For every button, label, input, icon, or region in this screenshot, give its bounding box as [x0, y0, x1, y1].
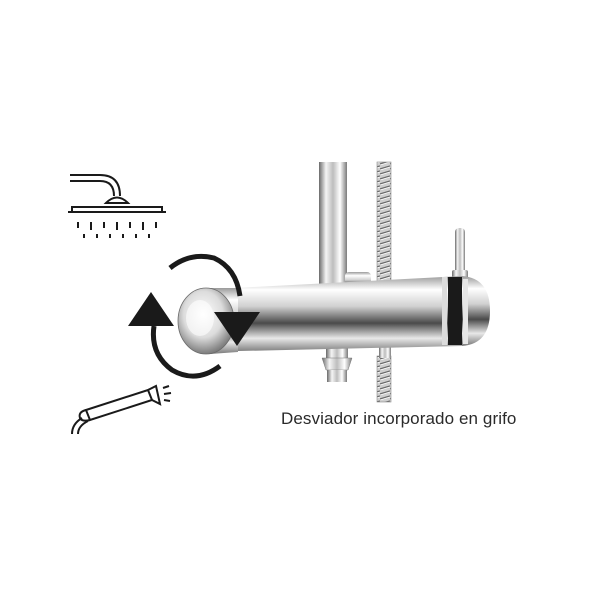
- mixer-body: [196, 276, 490, 352]
- rain-shower-head-icon: [68, 174, 166, 238]
- riser-pipe: [319, 162, 347, 290]
- hand-shower-icon: [71, 384, 172, 435]
- product-caption: Desviador incorporado en grifo: [281, 409, 517, 428]
- flexible-hose: [376, 161, 392, 403]
- hose-connector: [321, 342, 391, 382]
- valve-lever: [452, 228, 468, 280]
- rotate-arrows-icon: [128, 253, 260, 379]
